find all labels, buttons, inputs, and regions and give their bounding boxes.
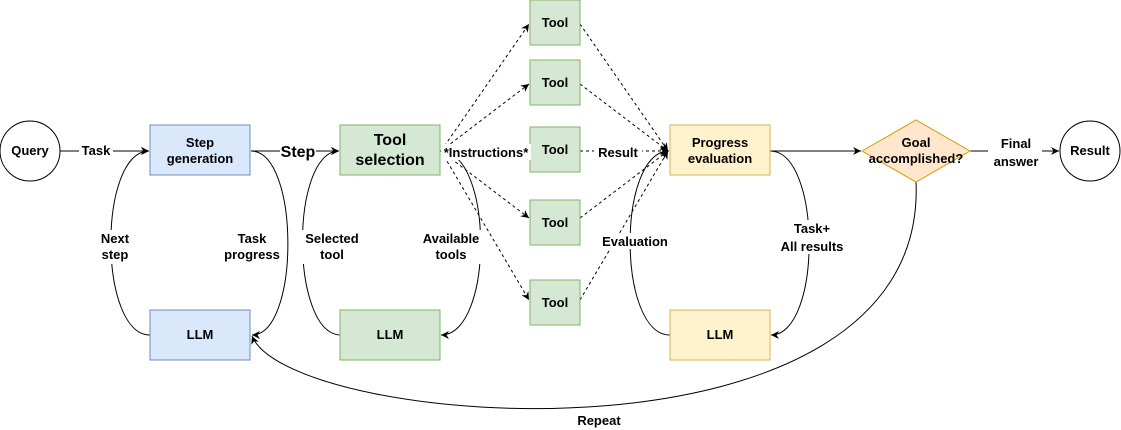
result-node	[1059, 120, 1121, 182]
tool-label-1: Tool	[542, 15, 568, 30]
step-generation-label-2: generation	[167, 151, 234, 166]
tool-llm-node	[339, 309, 441, 361]
tool-selection-label-2: selection	[355, 152, 424, 169]
goal-label-2: accomplished?	[869, 151, 964, 166]
step-llm-label: LLM	[187, 327, 214, 342]
edge-dash-tool4-eval	[579, 150, 669, 219]
edge-label-task: Task	[82, 143, 111, 158]
edge-dash-tool1-eval	[579, 23, 669, 152]
edge-label-available-tools-2: tools	[435, 247, 466, 262]
tool-node-4	[529, 199, 581, 246]
tool-llm-label: LLM	[377, 327, 404, 342]
tool-node-2	[529, 59, 581, 106]
tool-label-2: Tool	[542, 75, 568, 90]
edge-label-available-tools-1: Available	[423, 231, 480, 246]
goal-label-1: Goal	[902, 135, 931, 150]
result-label: Result	[1070, 143, 1110, 158]
edge-task-progress	[250, 150, 289, 339]
edge-label-task-progress-2: progress	[224, 247, 280, 262]
edge-label-task-all-results-1: Task+	[794, 221, 831, 236]
edge-dash-tool5-eval	[579, 150, 669, 301]
progress-evaluation-label-1: Progress	[692, 135, 748, 150]
edge-dash-tool2-eval	[579, 83, 669, 152]
edge-label-selected-tool-2: tool	[320, 247, 344, 262]
step-generation-label-1: Step	[186, 135, 214, 150]
edge-dash-sel-tool2	[440, 83, 530, 152]
tool-label-5: Tool	[542, 295, 568, 310]
progress-llm-node	[669, 309, 771, 361]
progress-evaluation-label-2: evaluation	[688, 151, 752, 166]
step-llm-node	[149, 309, 251, 361]
edge-label-final-answer-2: answer	[994, 154, 1039, 169]
edge-label-task-all-results-2: All results	[781, 239, 844, 254]
query-label: Query	[11, 143, 49, 158]
tool-selection-node	[339, 124, 441, 176]
edge-label-instructions: *Instructions*	[444, 145, 529, 160]
tool-label-4: Tool	[542, 215, 568, 230]
goal-decision-node	[860, 119, 972, 183]
edge-label-repeat: Repeat	[577, 413, 621, 428]
edge-label-next-step-1: Next	[101, 231, 130, 246]
edge-label-evaluation: Evaluation	[602, 234, 668, 249]
edge-label-next-step-2: step	[102, 247, 129, 262]
step-generation-node	[149, 124, 251, 176]
query-node	[0, 120, 61, 182]
edge-label-task-progress-1: Task	[238, 231, 267, 246]
tool-node-3	[529, 126, 581, 173]
edge-dash-sel-tool5	[440, 150, 530, 301]
edge-dash-sel-tool1	[440, 23, 530, 152]
edge-label-step: Step	[281, 144, 316, 161]
edge-label-result: Result	[598, 145, 638, 160]
tool-selection-label-1: Tool	[374, 132, 407, 149]
edge-label-final-answer-1: Final	[1001, 136, 1031, 151]
progress-evaluation-node	[669, 124, 771, 176]
tool-label-3: Tool	[542, 142, 568, 157]
progress-llm-label: LLM	[707, 327, 734, 342]
edge-dash-sel-tool4	[440, 150, 530, 219]
edge-label-selected-tool-1: Selected	[305, 231, 359, 246]
tool-node-5	[529, 279, 581, 326]
tool-node-1	[529, 0, 581, 46]
edge-repeat	[251, 180, 917, 410]
